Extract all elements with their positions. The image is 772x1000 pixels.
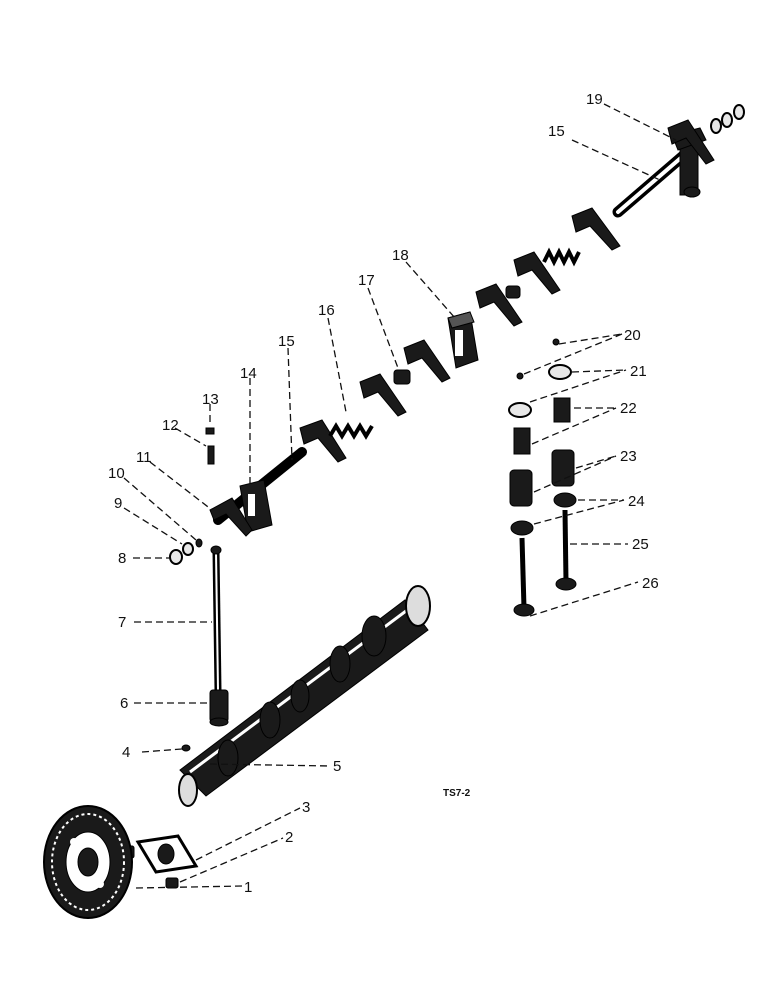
thrust-plate <box>135 834 199 874</box>
figure-code: TS7-2 <box>443 788 471 799</box>
callout-12: 12 <box>162 417 179 434</box>
camshaft <box>178 585 431 807</box>
callout-13: 13 <box>202 391 219 408</box>
callout-19: 19 <box>586 91 603 108</box>
callout-7: 7 <box>118 614 126 631</box>
rocker-arms <box>209 119 715 537</box>
callout-26: 26 <box>642 575 659 592</box>
callout-20: 20 <box>624 327 641 344</box>
callout-10: 10 <box>108 465 125 482</box>
leader-lines <box>123 103 677 889</box>
callout-1: 1 <box>244 879 252 896</box>
callout-6: 6 <box>120 695 128 712</box>
callout-3: 3 <box>302 799 310 816</box>
callout-15-lower: 15 <box>278 333 295 350</box>
valve-collets <box>516 338 560 380</box>
push-rod <box>210 545 222 691</box>
callout-numbers: 1 2 3 4 5 6 7 8 9 10 11 12 13 14 15 16 1… <box>108 91 659 896</box>
valve-spring-seats <box>510 492 577 536</box>
callout-4: 4 <box>122 744 130 761</box>
front-support-bracket <box>239 479 273 533</box>
rocker-springs <box>328 247 581 440</box>
adjusting-screw-nut <box>205 427 215 465</box>
valve-spring-caps <box>508 364 572 418</box>
camshaft-gear <box>43 805 133 919</box>
end-washers <box>710 104 745 134</box>
callout-17: 17 <box>358 272 375 289</box>
callout-9: 9 <box>114 495 122 512</box>
callout-23: 23 <box>620 448 637 465</box>
rocker-shaft-rear <box>612 144 696 218</box>
woodruff-key <box>181 744 191 752</box>
shaft-end-washers <box>169 538 203 565</box>
callout-22: 22 <box>620 400 637 417</box>
callout-11: 11 <box>136 449 152 466</box>
callout-15-upper: 15 <box>548 123 565 140</box>
callout-16: 16 <box>318 302 335 319</box>
tappet <box>209 689 229 727</box>
valves <box>513 509 577 617</box>
callout-25: 25 <box>632 536 649 553</box>
center-support-bracket <box>447 311 479 369</box>
inner-valve-springs <box>513 397 571 455</box>
callout-8: 8 <box>118 550 126 567</box>
callout-21: 21 <box>630 363 647 380</box>
rocker-spacer <box>393 285 521 385</box>
callout-18: 18 <box>392 247 409 264</box>
callout-24: 24 <box>628 493 645 510</box>
callout-14: 14 <box>240 365 257 382</box>
callout-2: 2 <box>285 829 293 846</box>
callout-5: 5 <box>333 758 341 775</box>
